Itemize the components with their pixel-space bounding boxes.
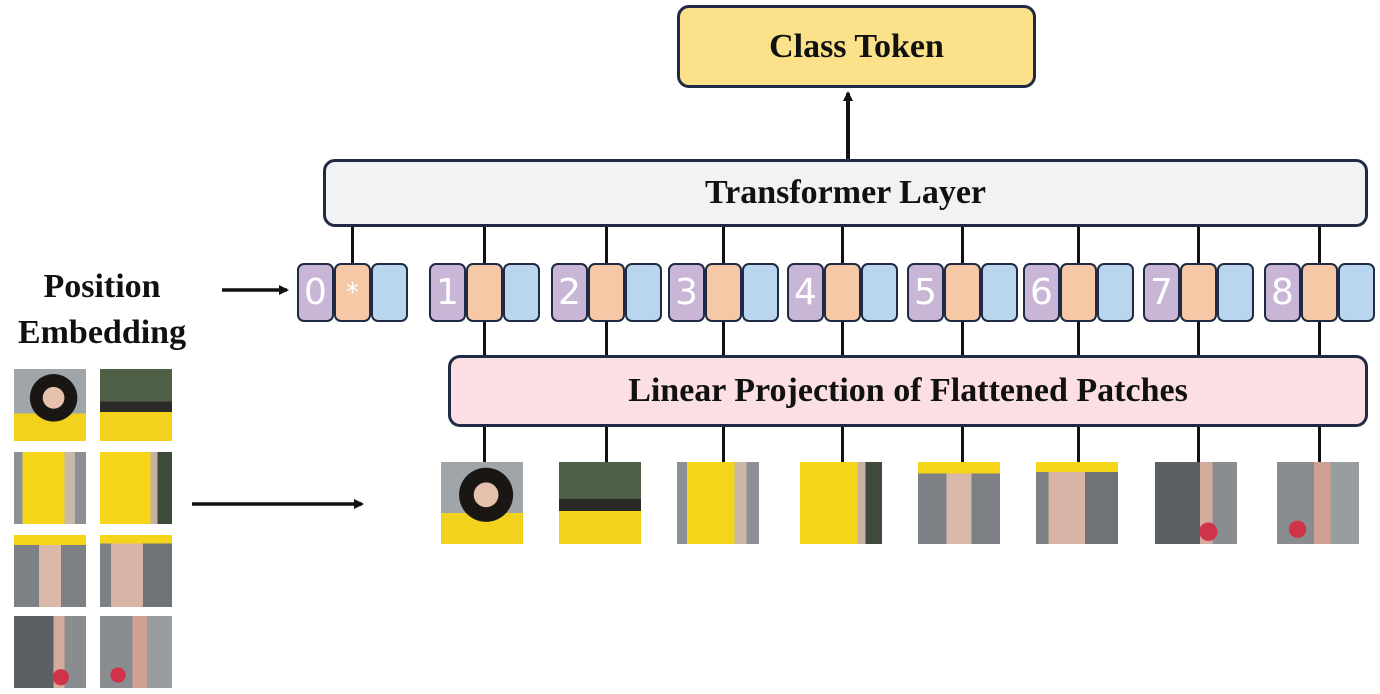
flattened-patch-image	[677, 462, 759, 544]
token-index-cell-4: 4	[787, 263, 824, 322]
token-index-cell-1: 1	[429, 263, 466, 322]
grid-patch-image	[100, 535, 172, 607]
flattened-patch-image	[918, 462, 1000, 544]
position-embedding-line-2: Embedding	[17, 314, 187, 351]
token-embedding-cell-6	[1060, 263, 1097, 322]
token-index-cell-3: 3	[668, 263, 705, 322]
token-embedding-cell-0: *	[334, 263, 371, 322]
token-embedding-cell-1	[466, 263, 503, 322]
grid-patch-image	[100, 369, 172, 441]
token-index-cell-0: 0	[297, 263, 334, 322]
flattened-patch-image	[1277, 462, 1359, 544]
token-position-cell-4	[861, 263, 898, 322]
token-embedding-cell-7	[1180, 263, 1217, 322]
token-embedding-cell-2	[588, 263, 625, 322]
flattened-patch-image	[1155, 462, 1237, 544]
token-position-cell-0	[371, 263, 408, 322]
grid-patch-image	[14, 535, 86, 607]
token-embedding-cell-5	[944, 263, 981, 322]
flattened-patch-image	[800, 462, 882, 544]
linear-projection-box: Linear Projection of Flattened Patches	[448, 355, 1368, 427]
token-embedding-cell-3	[705, 263, 742, 322]
grid-patch-image	[14, 452, 86, 524]
token-embedding-cell-8	[1301, 263, 1338, 322]
token-position-cell-8	[1338, 263, 1375, 322]
token-embedding-cell-4	[824, 263, 861, 322]
token-position-cell-3	[742, 263, 779, 322]
transformer-layer-box: Transformer Layer	[323, 159, 1368, 227]
token-position-cell-5	[981, 263, 1018, 322]
token-position-cell-2	[625, 263, 662, 322]
token-index-cell-8: 8	[1264, 263, 1301, 322]
token-index-cell-6: 6	[1023, 263, 1060, 322]
position-embedding-line-1: Position	[43, 268, 161, 305]
token-connector-lines	[351, 227, 1321, 462]
grid-patch-image	[14, 369, 86, 441]
token-index-cell-7: 7	[1143, 263, 1180, 322]
grid-patch-image	[14, 616, 86, 688]
flattened-patch-image	[441, 462, 523, 544]
position-embedding-label: Position Embedding	[0, 264, 204, 356]
token-index-cell-2: 2	[551, 263, 588, 322]
token-position-cell-7	[1217, 263, 1254, 322]
token-position-cell-6	[1097, 263, 1134, 322]
flattened-patch-image	[559, 462, 641, 544]
token-index-cell-5: 5	[907, 263, 944, 322]
class-token-box: Class Token	[677, 5, 1036, 88]
grid-patch-image	[100, 616, 172, 688]
grid-patch-image	[100, 452, 172, 524]
flattened-patch-image	[1036, 462, 1118, 544]
token-position-cell-1	[503, 263, 540, 322]
